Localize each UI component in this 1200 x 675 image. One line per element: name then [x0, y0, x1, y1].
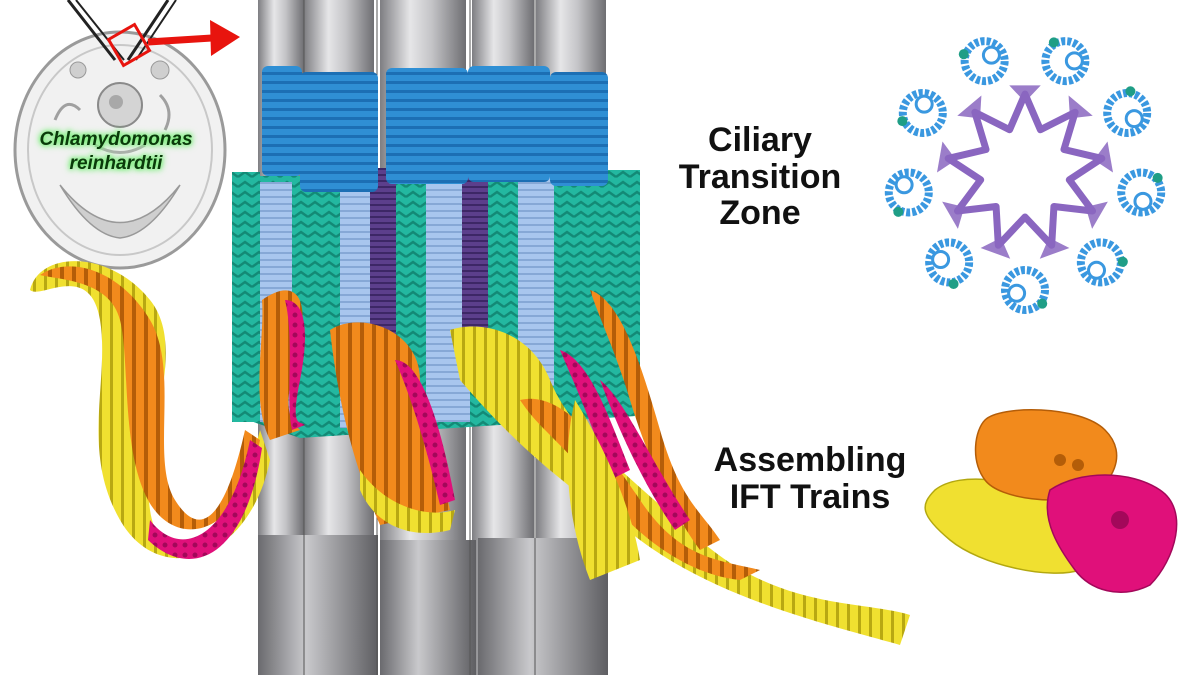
ring-doublet-b [981, 45, 1001, 65]
ring-doublet-a [1117, 168, 1166, 217]
ring-doublet-b [1007, 283, 1027, 303]
ring-purple-link [1009, 85, 1041, 102]
organism-name: Chlamydomonas reinhardtii [6, 128, 226, 176]
ring-doublet-a [960, 37, 1009, 86]
ift-trains-label-line1: Assembling [713, 441, 907, 479]
ring-doublet-b [1124, 109, 1144, 129]
ift-trains-label-line2: IFT Trains [729, 477, 891, 516]
ring-purple-link [942, 201, 965, 229]
zoom-box [106, 22, 152, 68]
ring-teal-density [948, 278, 959, 289]
ring-doublet-b [894, 175, 914, 195]
transition-zone-label-line1: Ciliary [708, 121, 812, 159]
organism-name-line1: Chlamydomonas [39, 129, 193, 150]
ift-trains [30, 261, 910, 645]
ring-doublet-b [1087, 260, 1107, 280]
ift-trains-label: Assembling IFT Trains [680, 442, 940, 515]
ring-teal-density [1152, 172, 1163, 183]
ring-purple-link [1085, 201, 1108, 229]
ring-teal-density [1125, 86, 1136, 97]
blue-cap-segments [262, 66, 608, 192]
ring-purple-link [980, 237, 1011, 259]
ift-magenta-subunit [1046, 474, 1178, 593]
ninefold-ring [884, 37, 1166, 314]
ring-doublet-b [1064, 51, 1084, 71]
ring-doublet-b [931, 249, 951, 269]
ring-purple-star [944, 90, 1106, 249]
ring-teal-density [958, 49, 969, 60]
ring-doublet-a [884, 168, 933, 217]
ring-doublet-a [1001, 266, 1049, 314]
ring-purple-link [937, 141, 957, 173]
ring-teal-density [1048, 37, 1059, 48]
cell-body [13, 30, 227, 270]
zoom-arrow [147, 20, 240, 56]
ring-doublet-a [1041, 37, 1090, 86]
ring-purple-link [1039, 237, 1070, 259]
ring-purple-link [957, 95, 982, 119]
organism-name-line2: reinhardtii [69, 152, 163, 174]
ring-doublet-b [914, 94, 934, 114]
ring-doublet-a [898, 89, 947, 137]
transition-zone-label-line3: Zone [719, 194, 801, 233]
ring-teal-density [1117, 256, 1128, 267]
ring-teal-density [1037, 298, 1048, 309]
ring-doublet-b [1133, 191, 1153, 211]
ring-teal-density [897, 116, 908, 127]
ring-purple-link [1093, 141, 1113, 173]
transition-zone-label: Ciliary Transition Zone [660, 122, 860, 232]
ring-purple-link [1068, 95, 1093, 119]
ring-teal-density [893, 206, 904, 217]
transition-zone-label-line2: Transition [678, 157, 842, 196]
